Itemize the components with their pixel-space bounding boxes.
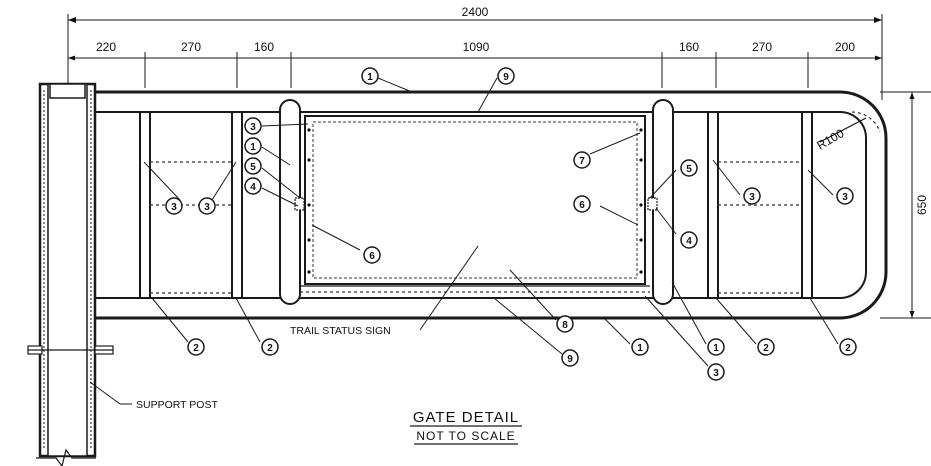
svg-text:9: 9 — [567, 354, 573, 365]
trail-status-sign-label: TRAIL STATUS SIGN — [290, 325, 391, 337]
svg-text:3: 3 — [842, 192, 848, 203]
callout-right-5: 5 — [680, 159, 698, 177]
svg-text:2: 2 — [267, 343, 273, 354]
callout-right-2a: 2 — [757, 338, 775, 356]
callout-right-panel-3a: 3 — [743, 187, 761, 205]
callout-left-2a: 2 — [187, 338, 205, 356]
drawing-title: GATE DETAIL — [413, 409, 519, 426]
svg-text:5: 5 — [686, 164, 692, 175]
svg-text:6: 6 — [579, 200, 585, 211]
svg-text:5: 5 — [250, 162, 256, 173]
callout-left-6: 6 — [363, 246, 381, 264]
svg-text:1: 1 — [713, 343, 719, 354]
callout-bottom-8: 8 — [556, 315, 574, 333]
segment-dimension-5: 160 — [679, 40, 699, 54]
svg-text:3: 3 — [749, 192, 755, 203]
segment-dimensions: 220 270 160 1090 160 270 200 — [68, 40, 882, 88]
callout-bottom-9: 9 — [561, 349, 579, 367]
svg-text:2: 2 — [845, 343, 851, 354]
svg-text:9: 9 — [503, 72, 509, 83]
callout-left-5: 5 — [244, 157, 262, 175]
svg-text:1: 1 — [367, 72, 373, 83]
segment-dimension-1: 220 — [96, 40, 116, 54]
height-dimension-text: 650 — [915, 195, 929, 215]
callout-right-panel-3b: 3 — [836, 187, 854, 205]
callout-right-4: 4 — [680, 231, 698, 249]
callout-right-7: 7 — [573, 151, 591, 169]
title-block: GATE DETAIL NOT TO SCALE — [410, 409, 522, 445]
callout-left-panel-3a: 3 — [165, 197, 183, 215]
drawing-subtitle: NOT TO SCALE — [416, 429, 515, 443]
callout-bottom-1a: 1 — [631, 338, 649, 356]
svg-text:3: 3 — [250, 122, 256, 133]
svg-text:3: 3 — [204, 202, 210, 213]
right-infill-panel — [707, 112, 813, 298]
callout-left-2b: 2 — [261, 338, 279, 356]
support-post — [27, 82, 114, 466]
callout-bottom-1b: 1 — [707, 338, 725, 356]
leader-lines — [89, 77, 839, 405]
segment-dimension-6: 270 — [752, 40, 772, 54]
segment-dimension-3: 160 — [254, 40, 274, 54]
callout-left-3a: 3 — [244, 117, 262, 135]
segment-dimension-2: 270 — [181, 40, 201, 54]
segment-dimension-4: 1090 — [463, 40, 490, 54]
callout-rail-top-2: 9 — [497, 67, 515, 85]
callout-left-panel-3b: 3 — [198, 197, 216, 215]
svg-text:2: 2 — [763, 343, 769, 354]
overall-dimension: 2400 — [67, 5, 883, 100]
svg-text:2: 2 — [193, 343, 199, 354]
callout-rail-top: 1 — [361, 67, 379, 85]
svg-text:7: 7 — [579, 156, 585, 167]
overall-dimension-text: 2400 — [462, 5, 489, 19]
svg-text:1: 1 — [250, 142, 256, 153]
callout-bottom-3: 3 — [707, 363, 725, 381]
support-post-label: SUPPORT POST — [136, 399, 218, 411]
svg-text:4: 4 — [250, 182, 256, 193]
callout-left-4: 4 — [244, 177, 262, 195]
left-infill-panel — [139, 112, 243, 298]
segment-dimension-7: 200 — [835, 40, 855, 54]
svg-text:3: 3 — [713, 368, 719, 379]
svg-text:6: 6 — [369, 251, 375, 262]
svg-text:4: 4 — [686, 236, 692, 247]
callout-left-1: 1 — [244, 137, 262, 155]
trail-status-sign — [294, 115, 658, 293]
svg-text:8: 8 — [562, 320, 568, 331]
callout-right-2b: 2 — [839, 338, 857, 356]
height-dimension: 650 — [880, 91, 931, 319]
callout-bubbles: 1 9 3 1 5 4 3 3 6 7 5 6 4 3 3 2 2 8 9 1 … — [165, 67, 857, 381]
svg-text:3: 3 — [171, 202, 177, 213]
callout-right-6: 6 — [573, 195, 591, 213]
svg-text:1: 1 — [637, 343, 643, 354]
